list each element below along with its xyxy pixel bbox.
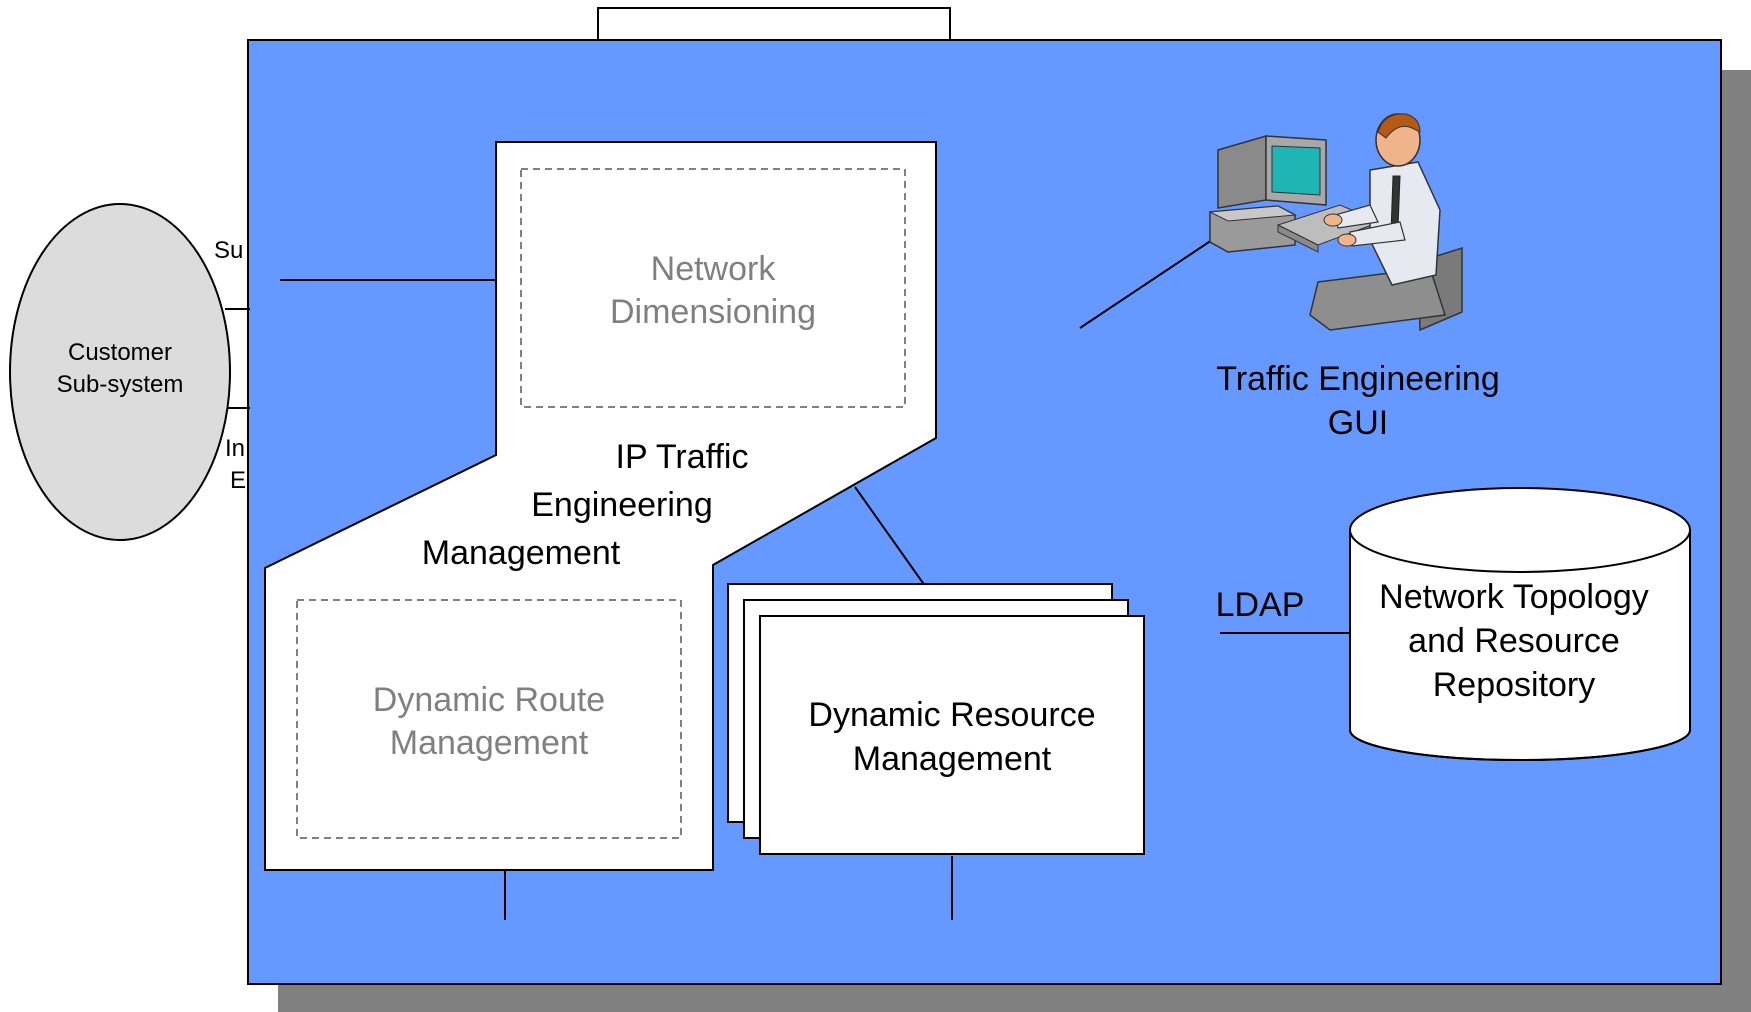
network-dimensioning-line2: Dimensioning bbox=[610, 293, 816, 331]
te-to-resource-line bbox=[854, 486, 936, 601]
dynamic-resource-line2: Management bbox=[853, 740, 1052, 778]
customer-subsystem-ellipse bbox=[9, 203, 231, 541]
customer-label-line2: Sub-system bbox=[57, 371, 184, 398]
te-gui-line1: Traffic Engineering bbox=[1216, 360, 1500, 398]
gui-connector-line bbox=[1079, 237, 1216, 329]
ip-te-management-shape bbox=[264, 141, 937, 871]
ldap-label: LDAP bbox=[1216, 586, 1305, 624]
ip-te-label-line1: IP Traffic bbox=[616, 438, 749, 476]
cut-label-top: Su bbox=[214, 237, 243, 264]
repository-line2: and Resource bbox=[1408, 622, 1620, 660]
repository-line3: Repository bbox=[1433, 666, 1596, 704]
customer-label-line1: Customer bbox=[68, 339, 172, 366]
dynamic-route-line1: Dynamic Route bbox=[373, 681, 605, 719]
repository-line1: Network Topology bbox=[1379, 578, 1649, 616]
te-gui-line2: GUI bbox=[1328, 404, 1388, 442]
repository-cylinder bbox=[1349, 487, 1691, 761]
cut-label-bottom1: In bbox=[225, 435, 245, 462]
dynamic-route-line2: Management bbox=[390, 724, 589, 762]
operator-computer-icon bbox=[1208, 113, 1463, 332]
ip-te-label-line2: Engineering bbox=[531, 486, 712, 524]
dynamic-resource-line1: Dynamic Resource bbox=[808, 696, 1095, 734]
dynamic-route-management-box bbox=[296, 599, 682, 839]
network-dimensioning-box bbox=[520, 168, 906, 408]
ip-te-label-line3: Management bbox=[422, 534, 621, 572]
top-tab-box bbox=[597, 7, 951, 45]
resource-card-front bbox=[759, 615, 1145, 855]
network-dimensioning-line1: Network bbox=[651, 250, 777, 288]
cut-label-bottom2: E bbox=[230, 467, 246, 494]
